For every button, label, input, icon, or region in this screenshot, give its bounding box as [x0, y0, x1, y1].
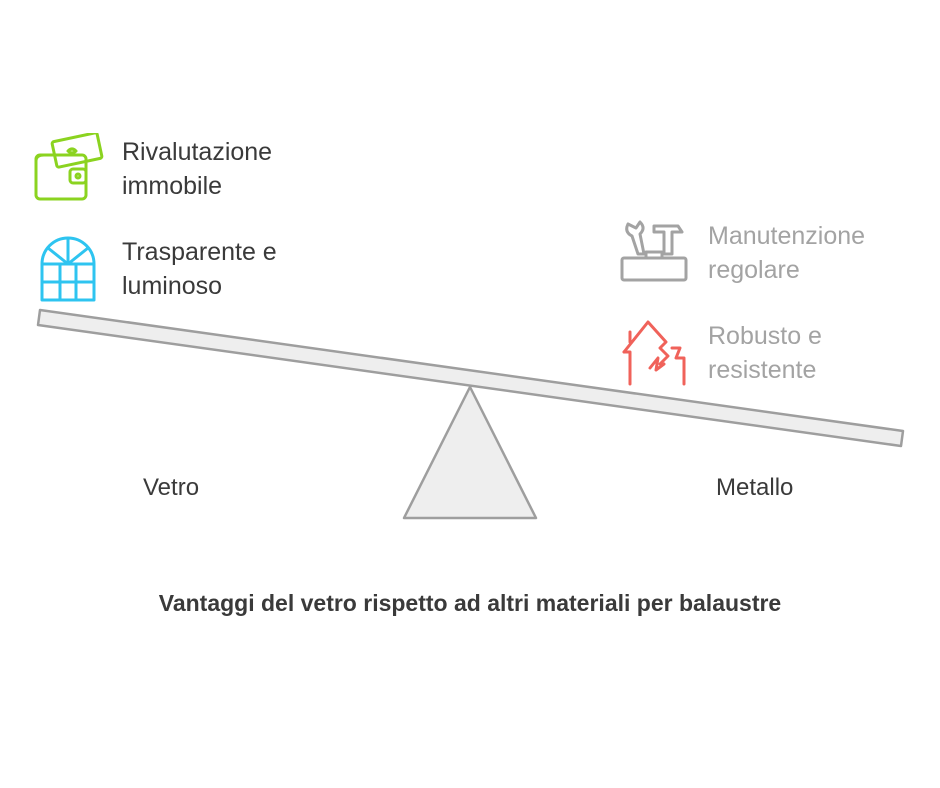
arched-window-icon — [40, 236, 96, 302]
side-label-metallo: Metallo — [716, 474, 794, 501]
benefit-label-trasparente: Trasparente e luminoso — [122, 238, 277, 300]
seesaw-beam — [36, 308, 905, 448]
diagram-title: Vantaggi del vetro rispetto ad altri mat… — [158, 590, 782, 616]
drawback-label-robusto: Robusto e resistente — [708, 322, 822, 384]
toolbox-icon — [620, 220, 688, 282]
fulcrum-triangle — [402, 385, 538, 520]
drawback-label-manutenzione: Manutenzione regolare — [708, 222, 866, 284]
side-label-vetro: Vetro — [143, 474, 200, 501]
broken-house-icon — [622, 320, 686, 386]
benefit-label-rivalutazione: Rivalutazione immobile — [122, 138, 273, 200]
wallet-money-icon — [34, 133, 104, 201]
